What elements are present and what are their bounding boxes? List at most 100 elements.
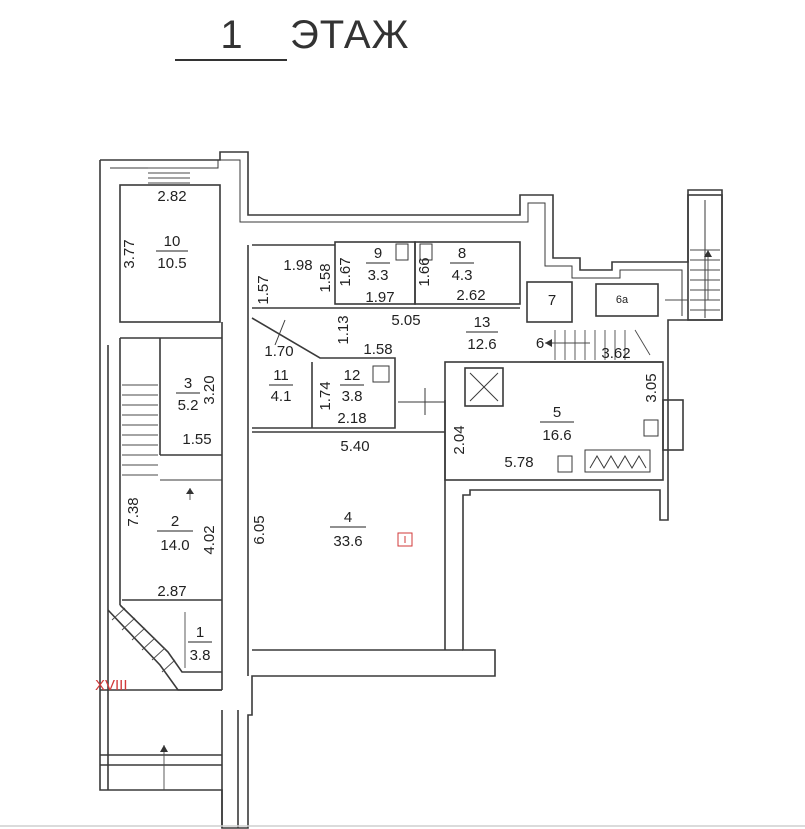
stair-arrows	[160, 250, 712, 790]
dimension: 1.58	[317, 263, 334, 292]
dimension: 2.62	[456, 287, 485, 304]
room-area: 4.1	[271, 388, 292, 405]
room-area: 10.5	[157, 255, 186, 272]
room-area: 16.6	[542, 427, 571, 444]
room-area: 3.8	[190, 647, 211, 664]
room-number: 8	[458, 245, 466, 262]
dimension: 1.13	[335, 315, 352, 344]
room-11-walls	[251, 317, 396, 429]
room-number: 4	[344, 509, 352, 526]
dimension: 1.74	[317, 381, 334, 410]
room-number: 12	[344, 367, 361, 384]
stairs	[111, 167, 720, 790]
room-6a-label: 6a	[616, 294, 629, 306]
room-8-walls	[414, 241, 521, 305]
electrical-box-12	[372, 365, 390, 383]
stair-room-6	[554, 329, 651, 360]
room-10-label: 10 10.5	[156, 233, 188, 272]
dimension: 5.05	[391, 312, 420, 329]
room-10-walls	[119, 184, 221, 323]
dimension: 1.58	[363, 341, 392, 358]
room-area: 5.2	[178, 397, 199, 414]
room-area: 3.3	[368, 267, 389, 284]
fire-detector-icon	[397, 532, 413, 547]
electrical-box-8	[419, 243, 433, 261]
room-11-diagonal	[274, 319, 286, 346]
room-number: 1	[196, 624, 204, 641]
room-number: 5	[553, 404, 561, 421]
electrical-box-5b	[643, 419, 659, 437]
dimension: 3.62	[601, 345, 630, 362]
dimension: 1.66	[416, 257, 433, 286]
dimension: 1.57	[255, 275, 272, 304]
dimension: 2.82	[157, 188, 186, 205]
room-5-walls	[444, 361, 664, 481]
room-3-label: 3 5.2	[176, 375, 200, 414]
walls	[99, 151, 723, 829]
room-area: 4.3	[452, 267, 473, 284]
dimension: 3.77	[121, 239, 138, 268]
room-number: 10	[164, 233, 181, 250]
stair-left	[122, 384, 158, 476]
room-labels: 10 10.5 9 3.3 8 4.3 7 6a 6 13 12.6 1	[156, 233, 629, 664]
ventilation-shaft	[464, 367, 504, 407]
floor-title: 1 ЭТАЖ	[175, 13, 409, 61]
room-6a-walls	[595, 283, 659, 317]
angled-wall-outer	[107, 609, 222, 691]
room-13-label: 13 12.6	[466, 314, 498, 353]
room-number: 9	[374, 245, 382, 262]
dimension: 1.55	[182, 431, 211, 448]
radiator	[584, 449, 651, 473]
floor-number: 1	[220, 13, 243, 57]
dimension: 1.67	[337, 257, 354, 286]
room-2-label: 2 14.0	[157, 513, 193, 554]
room-number: 3	[184, 375, 192, 392]
dimension: 1.70	[264, 343, 293, 360]
room-number: 11	[273, 367, 289, 384]
stair-bottom-left	[111, 607, 186, 673]
room-5-label: 5 16.6	[540, 404, 574, 444]
shaft-cross-2	[469, 372, 499, 402]
dimension-labels: 2.82 3.77 1.98 1.57 1.58 1.67 1.97 1.66 …	[121, 188, 660, 600]
room-7-label: 7	[548, 292, 556, 309]
fixtures	[274, 243, 659, 547]
stair-room-10	[148, 167, 190, 184]
right-stairwell	[687, 194, 723, 321]
dimension: 3.05	[643, 373, 660, 402]
dimension: 4.02	[201, 525, 218, 554]
dimension: 2.18	[337, 410, 366, 427]
dimension: 6.05	[251, 515, 268, 544]
room-area: 33.6	[333, 533, 362, 550]
inner-wall-line	[110, 159, 683, 316]
dimension: 3.20	[201, 375, 218, 404]
dimension: 2.04	[451, 425, 468, 454]
dimension: 1.98	[283, 257, 312, 274]
stair-right	[690, 249, 720, 311]
room-9-label: 9 3.3	[366, 245, 390, 284]
room-8-label: 8 4.3	[450, 245, 474, 284]
dimension: 2.87	[157, 583, 186, 600]
room-area: 12.6	[467, 336, 496, 353]
dimension: 5.40	[340, 438, 369, 455]
outer-wall	[99, 151, 723, 829]
room-6-label: 6	[536, 335, 544, 352]
room-11-label: 11 4.1	[269, 367, 293, 405]
room-area: 3.8	[342, 388, 363, 405]
room-1-label: 1 3.8	[188, 624, 212, 664]
room-4-label: 4 33.6	[330, 509, 366, 550]
room-7-walls	[526, 281, 573, 323]
radiator-zigzag	[589, 455, 647, 469]
room-number: 2	[171, 513, 179, 530]
section-label: XVIII	[95, 677, 128, 694]
room-number: 6a	[616, 294, 629, 306]
room-number: 6	[536, 335, 544, 352]
dimension: 7.38	[125, 497, 142, 526]
room-number: 13	[474, 314, 491, 331]
dimension: 5.78	[504, 454, 533, 471]
room-number: 7	[548, 292, 556, 309]
floor-word: ЭТАЖ	[290, 13, 409, 57]
electrical-box-9	[395, 243, 409, 261]
electrical-box-5	[557, 455, 573, 473]
room-area: 14.0	[160, 537, 189, 554]
